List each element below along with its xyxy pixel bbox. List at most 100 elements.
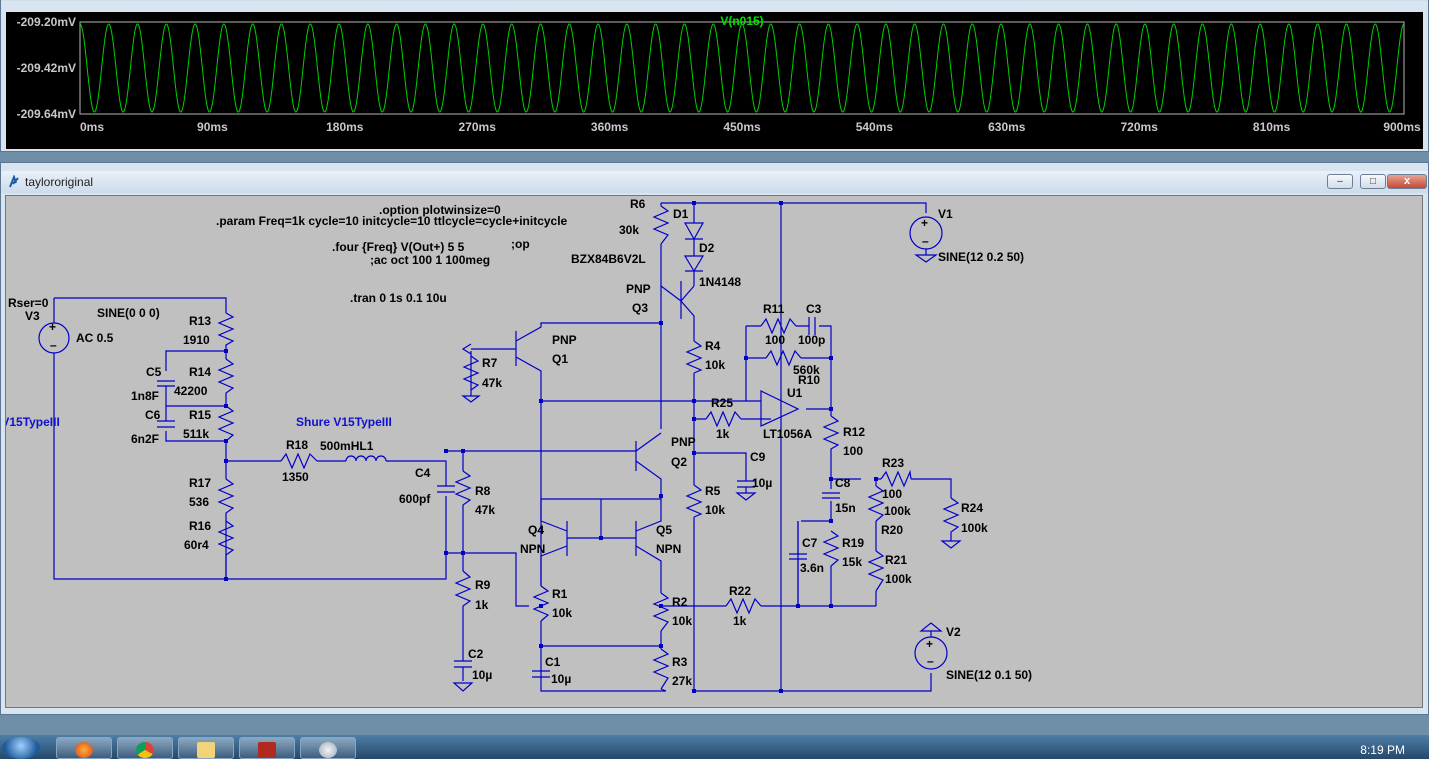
part-label-q5t[interactable]: NPN <box>656 542 681 556</box>
schematic-titlebar[interactable]: taylororiginal – □ x <box>1 171 1428 193</box>
directive-ac[interactable]: ;ac oct 100 1 100meg <box>370 253 490 267</box>
directive-four[interactable]: .four {Freq} V(Out+) 5 5 <box>332 240 465 254</box>
part-label-r11[interactable]: R11 <box>763 302 785 316</box>
part-label-r1v[interactable]: 10k <box>552 606 572 620</box>
part-label-q1t[interactable]: PNP <box>552 333 577 347</box>
part-label-r9[interactable]: R9 <box>475 578 491 592</box>
part-label-r18[interactable]: R18 <box>286 438 308 452</box>
part-label-c8[interactable]: C8 <box>835 476 851 490</box>
part-label-r3v[interactable]: 27k <box>672 674 692 688</box>
schematic-drawing[interactable]: +– +– +– .option plotwinsize=0 .param Fr… <box>6 196 1424 709</box>
part-label-c3v[interactable]: 100p <box>798 333 825 347</box>
part-label-v1s[interactable]: SINE(12 0.2 50) <box>938 250 1024 264</box>
start-button[interactable] <box>2 737 40 759</box>
trace-label[interactable]: V(n015) <box>720 14 763 28</box>
part-label-c2[interactable]: C2 <box>468 647 484 661</box>
part-label-u1v[interactable]: LT1056A <box>763 427 812 441</box>
part-label-r6v[interactable]: 30k <box>619 223 639 237</box>
part-label-r17v[interactable]: 536 <box>189 495 209 509</box>
part-label-l1[interactable]: 500mHL1 <box>320 439 374 453</box>
part-label-c9[interactable]: C9 <box>750 450 766 464</box>
part-label-r14[interactable]: R14 <box>189 365 211 379</box>
part-label-r2v[interactable]: 10k <box>672 614 692 628</box>
part-label-q2[interactable]: Q2 <box>671 455 687 469</box>
part-label-c1v[interactable]: 10µ <box>551 672 571 686</box>
part-label-r8[interactable]: R8 <box>475 484 491 498</box>
part-label-r2[interactable]: R2 <box>672 595 688 609</box>
part-label-r17[interactable]: R17 <box>189 476 211 490</box>
part-label-q4t[interactable]: NPN <box>520 542 545 556</box>
part-label-d2v[interactable]: 1N4148 <box>699 275 741 289</box>
part-label-r21v[interactable]: 100k <box>885 572 912 586</box>
part-label-r8v[interactable]: 47k <box>475 503 495 517</box>
part-label-c8v[interactable]: 15n <box>835 501 856 515</box>
taskbar-explorer[interactable] <box>178 737 234 759</box>
part-label-r11v[interactable]: 100 <box>765 333 785 347</box>
part-label-c6[interactable]: C6 <box>145 408 161 422</box>
waveform-titlebar[interactable]: taylororiginal <box>1 0 1428 1</box>
part-label-r4[interactable]: R4 <box>705 339 721 353</box>
part-label-q4[interactable]: Q4 <box>528 523 544 537</box>
part-label-c5[interactable]: C5 <box>146 365 162 379</box>
part-label-r9v[interactable]: 1k <box>475 598 489 612</box>
net-label-shure-left[interactable]: Shure V15TypeIII <box>6 415 60 429</box>
part-label-v2s[interactable]: SINE(12 0.1 50) <box>946 668 1032 682</box>
part-label-r5[interactable]: R5 <box>705 484 721 498</box>
part-label-r18v[interactable]: 1350 <box>282 470 309 484</box>
part-label-r23[interactable]: R23 <box>882 456 904 470</box>
taskbar-paint[interactable] <box>300 737 356 759</box>
part-label-r7[interactable]: R7 <box>482 356 498 370</box>
part-label-r10[interactable]: R10 <box>798 373 820 387</box>
net-label-shure[interactable]: Shure V15TypeIII <box>296 415 392 429</box>
part-label-r4v[interactable]: 10k <box>705 358 725 372</box>
directive-option[interactable]: .option plotwinsize=0 <box>379 203 501 217</box>
part-label-r25v[interactable]: 1k <box>716 427 730 441</box>
part-label-c7[interactable]: C7 <box>802 536 818 550</box>
part-label-bzx[interactable]: BZX84B6V2L <box>571 252 646 266</box>
part-label-r19[interactable]: R19 <box>842 536 864 550</box>
part-label-v2[interactable]: V2 <box>946 625 961 639</box>
part-label-v3s[interactable]: SINE(0 0 0) <box>97 306 160 320</box>
taskbar-ltspice[interactable] <box>239 737 295 759</box>
part-label-d1[interactable]: D1 <box>673 207 689 221</box>
part-label-r7v[interactable]: 47k <box>482 376 502 390</box>
part-label-r15[interactable]: R15 <box>189 408 211 422</box>
directive-param[interactable]: .param Freq=1k cycle=10 initcycle=10 ttl… <box>216 214 568 228</box>
part-label-q1[interactable]: Q1 <box>552 352 568 366</box>
part-label-r6[interactable]: R6 <box>630 197 646 211</box>
part-label-c4v[interactable]: 600pf <box>399 492 431 506</box>
part-label-q5[interactable]: Q5 <box>656 523 672 537</box>
part-label-r13[interactable]: R13 <box>189 314 211 328</box>
part-label-r25[interactable]: R25 <box>711 396 733 410</box>
part-label-r1[interactable]: R1 <box>552 587 568 601</box>
part-label-c6v[interactable]: 6n2F <box>131 432 159 446</box>
part-label-r3[interactable]: R3 <box>672 655 688 669</box>
part-label-r21[interactable]: R21 <box>885 553 907 567</box>
part-label-r19v[interactable]: 15k <box>842 555 862 569</box>
part-label-v3n[interactable]: V3 <box>25 309 40 323</box>
part-label-r15v[interactable]: 511k <box>183 427 209 441</box>
part-label-v1[interactable]: V1 <box>938 207 953 221</box>
part-label-d2[interactable]: D2 <box>699 241 715 255</box>
part-label-r16v[interactable]: 60r4 <box>184 538 209 552</box>
part-label-r20v[interactable]: 100k <box>884 504 911 518</box>
part-label-c3[interactable]: C3 <box>806 302 822 316</box>
part-label-q3[interactable]: Q3 <box>632 301 648 315</box>
part-label-r12v[interactable]: 100 <box>843 444 863 458</box>
clock[interactable]: 8:19 PM <box>1360 743 1405 757</box>
part-label-c5v[interactable]: 1n8F <box>131 389 159 403</box>
part-label-v3ac[interactable]: AC 0.5 <box>76 331 114 345</box>
part-label-r12[interactable]: R12 <box>843 425 865 439</box>
schematic-minimize-button[interactable]: – <box>1327 174 1353 189</box>
part-label-r16[interactable]: R16 <box>189 519 211 533</box>
schematic-close-button[interactable]: x <box>1387 174 1427 189</box>
part-label-r23v[interactable]: 100 <box>882 487 902 501</box>
part-label-v3[interactable]: Rser=0 <box>8 296 49 310</box>
part-label-c1[interactable]: C1 <box>545 655 561 669</box>
part-label-c4[interactable]: C4 <box>415 466 431 480</box>
part-label-r24v[interactable]: 100k <box>961 521 988 535</box>
schematic-maximize-button[interactable]: □ <box>1360 174 1386 189</box>
part-label-u1[interactable]: U1 <box>787 386 803 400</box>
taskbar-firefox[interactable] <box>56 737 112 759</box>
